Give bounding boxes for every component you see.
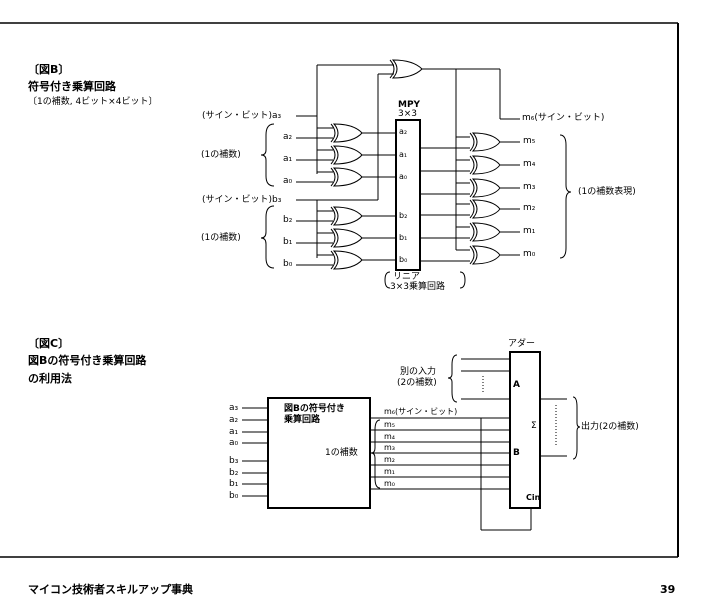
brace-b (260, 205, 275, 269)
a-input-0: a₀ (283, 176, 293, 186)
block-input-b2: b₂ (229, 468, 239, 478)
fig-b-title: 符号付き乗算回路 (28, 80, 116, 93)
mpy-pin-b2: b₂ (399, 211, 408, 220)
output-m1: m₁ (523, 226, 536, 236)
block-input-b3: b₃ (229, 456, 239, 466)
block-title-1: 図Bの符号付き (284, 404, 345, 414)
page-number: 39 (660, 583, 676, 596)
b-xor-gates (330, 206, 363, 270)
b-input-1: b₁ (283, 237, 293, 247)
mpy-size: 3×3 (398, 109, 417, 119)
adder-pin-sum: Σ (531, 421, 537, 431)
adder-output-label: 出力(2の補数) (581, 422, 639, 432)
output-m2: m₂ (523, 203, 536, 213)
block-input-a3: a₃ (229, 403, 239, 413)
fig-b-tag: 〔図B〕 (28, 63, 70, 76)
mpy-box (395, 119, 421, 271)
block-input-a0: a₀ (229, 438, 239, 448)
sign-xor-gate (389, 59, 423, 79)
block-input-b0: b₀ (229, 491, 239, 501)
b-input-0: b₀ (283, 259, 293, 269)
block-output-m0: m₀ (384, 479, 395, 488)
block-group-label: 1の補数 (325, 448, 358, 458)
adder-other-input-2: (2の補数) (397, 378, 437, 388)
brace-a (260, 123, 275, 187)
fig-c-title-1: 図Bの符号付き乗算回路 (28, 354, 147, 367)
output-m4: m₄ (523, 159, 536, 169)
block-output-lines (370, 417, 510, 490)
block-input-b1: b₁ (229, 479, 239, 489)
block-output-m1: m₁ (384, 467, 395, 476)
adder-other-input-1: 別の入力 (400, 367, 437, 377)
sign-output-label: m₆(サイン・ビット) (522, 113, 605, 123)
adder-title: アダー (508, 339, 536, 349)
mpy-pin-a2: a₂ (399, 127, 408, 136)
block-title-2: 乗算回路 (284, 415, 321, 425)
mpy-pin-a1: a₁ (399, 150, 408, 159)
b-input-2: b₂ (283, 215, 293, 225)
book-title: マイコン技術者スキルアップ事典 (28, 583, 193, 596)
output-m0: m₀ (523, 249, 536, 259)
block-input-a1: a₁ (229, 427, 239, 437)
adder-pin-b: B (513, 448, 520, 458)
output-xor-gates (469, 132, 501, 265)
output-m3: m₃ (523, 182, 536, 192)
a-xor-gates (330, 123, 363, 187)
b-sign-label: (サイン・ビット)b₃ (202, 195, 282, 205)
adder-pin-cin: Cin (526, 493, 541, 502)
fig-c-tag: 〔図C〕 (28, 337, 70, 350)
block-output-m3: m₃ (384, 443, 395, 452)
block-input-lines (242, 407, 268, 497)
adder-pin-a: A (513, 380, 520, 390)
fig-b-subtitle: 〔1の補数, 4ビット×4ビット〕 (28, 97, 158, 107)
adder-box (509, 351, 541, 509)
block-sign-output: m₆(サイン・ビット) (384, 407, 458, 416)
a-input-1: a₁ (283, 154, 293, 164)
mpy-caption-1: リニア (393, 272, 421, 282)
block-output-m4: m₄ (384, 432, 395, 441)
block-output-m2: m₂ (384, 455, 395, 464)
b-group-label: (1の補数) (201, 233, 241, 243)
mpy-caption-2: 3×3乗算回路 (390, 282, 445, 292)
a-group-label: (1の補数) (201, 150, 241, 160)
a-input-2: a₂ (283, 132, 293, 142)
block-output-m5: m₅ (384, 420, 395, 429)
brace-out (559, 134, 572, 259)
a-sign-label: (サイン・ビット)a₃ (202, 111, 282, 121)
output-m5: m₅ (523, 136, 536, 146)
block-input-a2: a₂ (229, 415, 239, 425)
mpy-pin-b1: b₁ (399, 233, 408, 242)
mpy-title: MPY (398, 100, 421, 110)
output-group-label: (1の補数表現) (578, 187, 636, 197)
fig-c-title-2: の利用法 (28, 372, 72, 385)
mpy-pin-a0: a₀ (399, 172, 408, 181)
mpy-pin-b0: b₀ (399, 255, 408, 264)
